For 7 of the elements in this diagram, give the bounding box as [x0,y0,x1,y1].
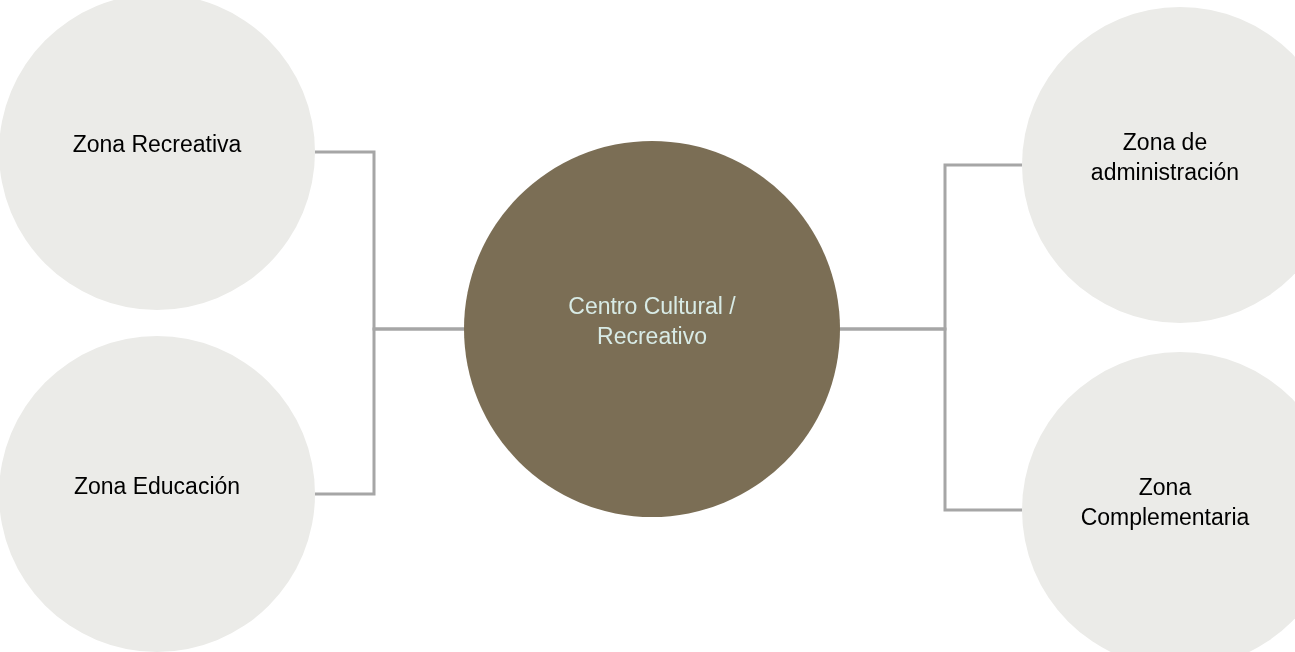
node-label: Centro Cultural / Recreativo [567,292,737,351]
connector-line [315,327,464,496]
node-label: Zona Recreativa [72,130,242,159]
node-label: Zona Educación [73,472,241,501]
connector-line [840,327,1022,512]
node-label: Zona Complementaria [1079,473,1251,532]
node-label: Zona de administración [1089,128,1241,187]
